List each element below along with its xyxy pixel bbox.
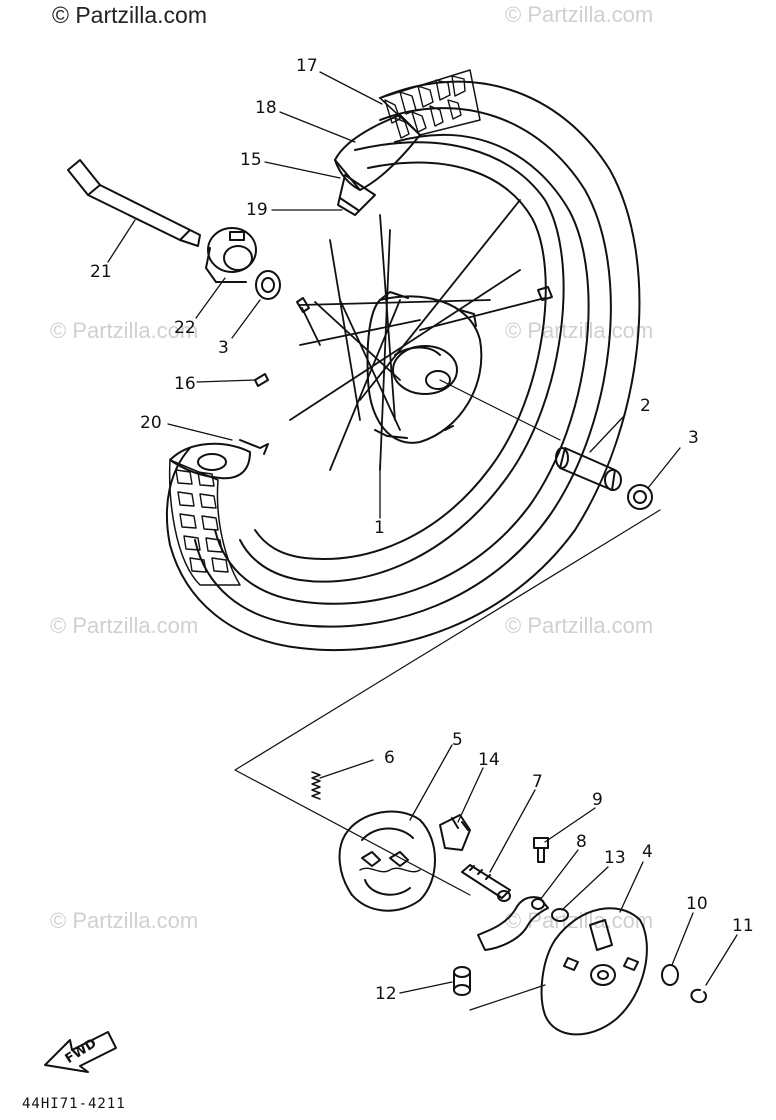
callout-4: 4 [642,842,653,862]
callout-17: 17 [296,56,318,76]
cam-lever [477,896,549,951]
brake-shoe [338,810,436,912]
watermark: © Partzilla.com [50,613,199,638]
rim [239,141,565,583]
tire [165,69,641,652]
spokes [289,199,546,471]
brake-panel [540,907,648,1036]
callout-15: 15 [240,150,262,170]
clip [661,964,679,986]
spoke-nipple [296,297,310,313]
watermark: © Partzilla.com [50,318,199,343]
oil-seal [255,270,281,300]
watermark: © Partzilla.com [505,2,654,27]
camshaft [461,864,511,902]
diagram-code: 44HI71-4211 [22,1096,126,1112]
axle-leader [439,379,561,441]
callout-14: 14 [478,750,500,770]
tube-and-valve [334,114,421,216]
circlip [690,988,707,1004]
callout-9: 9 [592,790,603,810]
spring [311,771,321,800]
collar [555,447,622,491]
axle-shaft [67,159,201,247]
callout-20: 20 [140,413,162,433]
callout-16: 16 [174,374,196,394]
bolt [533,837,549,863]
callout-19: 19 [246,200,268,220]
bracket [439,814,471,851]
callout-22: 22 [174,318,196,338]
callout-7: 7 [532,772,543,792]
callout-6: 6 [384,748,395,768]
callout-3-upper: 3 [218,338,229,358]
callout-10: 10 [686,894,708,914]
watermark-top: © Partzilla.com [52,2,207,28]
callout-21: 21 [90,262,112,282]
callout-5: 5 [452,730,463,750]
callout-8: 8 [576,832,587,852]
spoke-nipple [537,286,553,301]
callout-1: 1 [374,518,385,538]
watermark: © Partzilla.com [50,908,199,933]
watermark: © Partzilla.com [505,908,654,933]
hub [366,291,483,444]
speedometer-gear [205,227,257,283]
rim-band [239,439,269,455]
oil-seal [627,484,653,510]
callout-13: 13 [604,848,626,868]
watermark: © Partzilla.com [505,613,654,638]
spoke-part [254,373,269,387]
fwd-arrow [44,1031,117,1073]
washer [551,908,569,922]
callout-12: 12 [375,984,397,1004]
grommet [453,966,471,996]
explode-line [469,984,546,1011]
callout-18: 18 [255,98,277,118]
callout-2: 2 [640,396,651,416]
callout-3-lower: 3 [688,428,699,448]
callout-11: 11 [732,916,754,936]
leader-lines [107,71,738,994]
explode-line [234,509,661,896]
